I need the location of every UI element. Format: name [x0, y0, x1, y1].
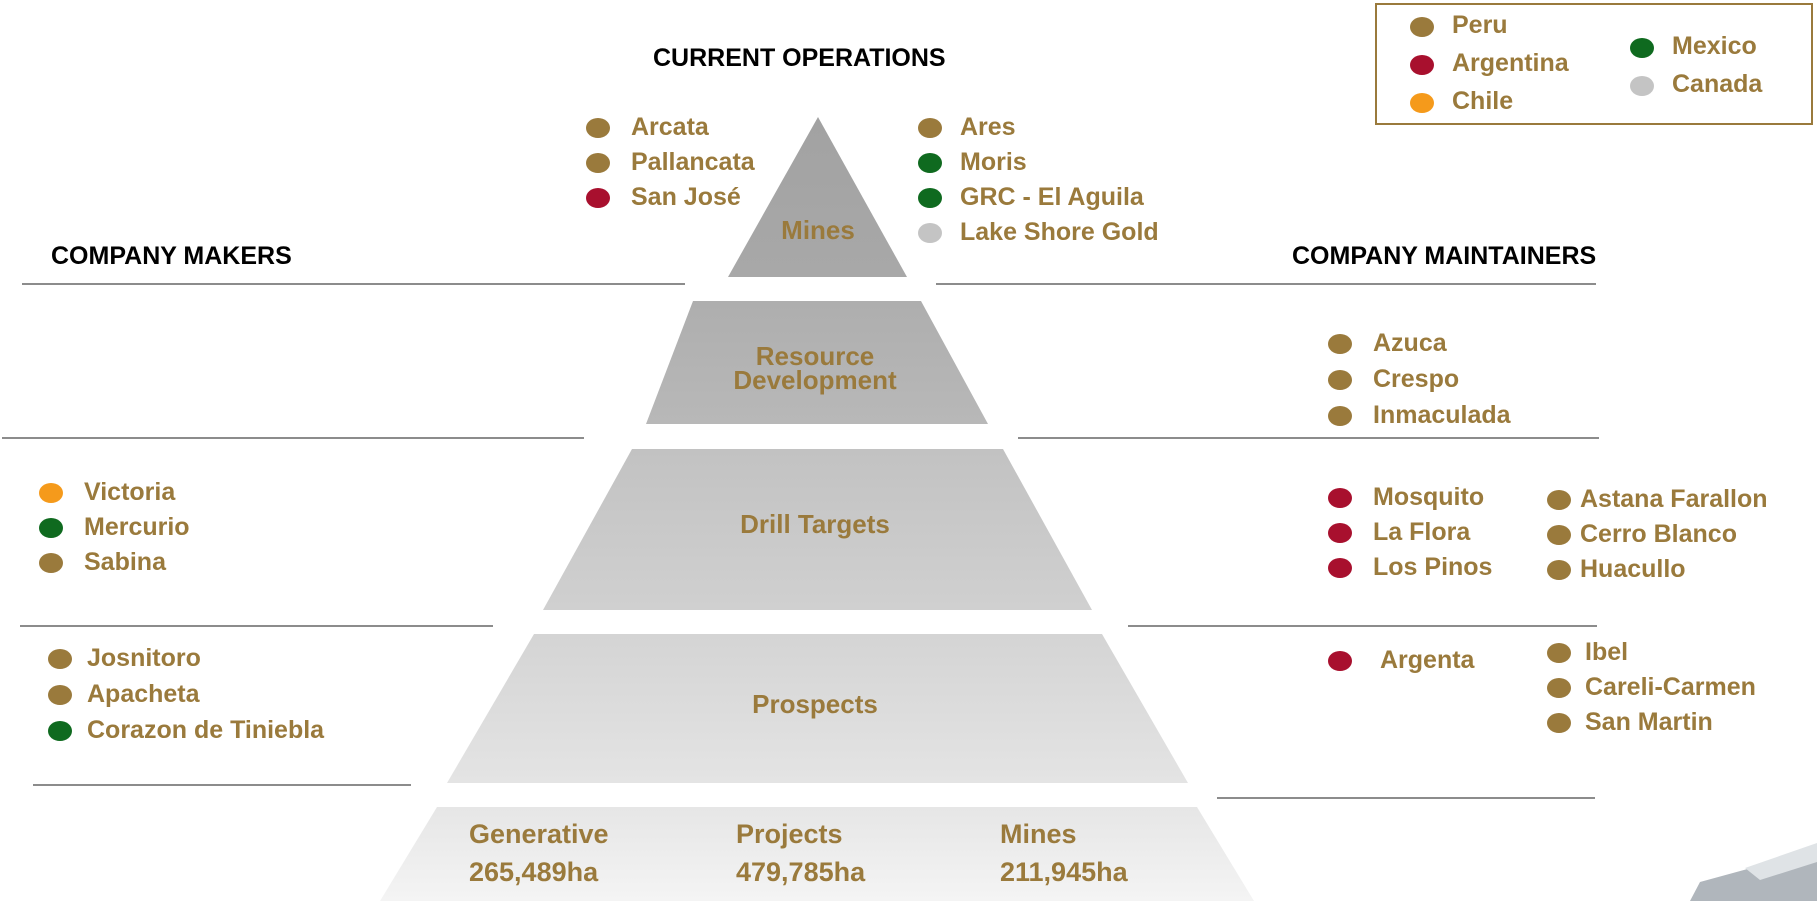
base-generative-value: 265,489ha: [469, 857, 599, 887]
tier-base: [380, 807, 1254, 901]
prospects-left-item: Apacheta: [87, 680, 200, 708]
resource-right-dot-peru: [1328, 406, 1352, 426]
base-projects: Projects 479,785ha: [736, 815, 865, 891]
tier-label-prospects: Prospects: [752, 689, 878, 719]
prospects-right-b-dot-peru: [1547, 643, 1571, 663]
tier-label-mines: Mines: [781, 215, 855, 245]
drill-left-item: Mercurio: [84, 513, 190, 541]
drill-left-dot-chile: [39, 483, 63, 503]
resource-right-dot-peru: [1328, 370, 1352, 390]
resource-right-item: Azuca: [1373, 329, 1447, 357]
base-mines-value: 211,945ha: [1000, 857, 1128, 887]
prospects-right-b-item: Ibel: [1585, 638, 1629, 666]
mines-right-item: Moris: [960, 148, 1027, 176]
divider-right-2: [1018, 437, 1599, 439]
prospects-right-b-dot-peru: [1547, 678, 1571, 698]
base-projects-value: 479,785ha: [736, 857, 866, 887]
prospects-left-item: Corazon de Tiniebla: [87, 716, 325, 744]
drill-right-a-item: Los Pinos: [1373, 553, 1493, 581]
divider-left-2: [2, 437, 584, 439]
divider-left-3: [20, 625, 493, 627]
base-generative-label: Generative: [469, 819, 609, 849]
legend-dot-argentina: [1410, 55, 1434, 75]
prospects-left-dot-peru: [48, 649, 72, 669]
legend-label-chile: Chile: [1452, 87, 1514, 115]
drill-right-b-dot-peru: [1547, 525, 1571, 545]
mines-left-item: San José: [631, 183, 741, 211]
mines-right-dot-peru: [918, 118, 942, 138]
divider-right-4: [1217, 797, 1595, 799]
drill-left-dot-mexico: [39, 518, 63, 538]
tier-label-drill-targets: Drill Targets: [740, 509, 890, 539]
legend-dot-chile: [1410, 93, 1434, 113]
mines-right-item: Ares: [960, 113, 1016, 141]
prospects-right-b-dot-peru: [1547, 713, 1571, 733]
tier-mines: [728, 117, 907, 277]
resource-right-item: Inmaculada: [1373, 401, 1511, 429]
drill-right-b-item: Huacullo: [1580, 555, 1686, 583]
base-projects-label: Projects: [736, 819, 843, 849]
prospects-right-a-dot-argentina: [1328, 651, 1352, 671]
mines-left-item: Pallancata: [631, 148, 755, 176]
legend-label-canada: Canada: [1672, 70, 1763, 98]
base-mines: Mines 211,945ha: [1000, 815, 1128, 891]
drill-right-b-item: Astana Farallon: [1580, 485, 1768, 513]
divider-left-4: [33, 784, 411, 786]
tier-drill-targets: [543, 449, 1092, 610]
prospects-left-item: Josnitoro: [87, 644, 201, 672]
mines-right-item: Lake Shore Gold: [960, 218, 1159, 246]
drill-right-b-dot-peru: [1547, 560, 1571, 580]
drill-right-b-item: Cerro Blanco: [1580, 520, 1737, 548]
prospects-left-dot-peru: [48, 685, 72, 705]
drill-right-a-dot-argentina: [1328, 558, 1352, 578]
legend-label-peru: Peru: [1452, 11, 1508, 39]
prospects-right-b-item: Careli-Carmen: [1585, 673, 1756, 701]
resource-right-dot-peru: [1328, 334, 1352, 354]
legend-dot-mexico: [1630, 38, 1654, 58]
tier-label-resource-development: Resource Development: [700, 341, 930, 395]
mines-right-dot-canada: [918, 223, 942, 243]
mines-left-dot-peru: [586, 153, 610, 173]
divider-right-1: [936, 283, 1596, 285]
tier-label-resource-line2: Development: [733, 365, 897, 395]
resource-right-item: Crespo: [1373, 365, 1460, 393]
mines-left-dot-peru: [586, 118, 610, 138]
drill-left-item: Victoria: [84, 478, 176, 506]
mines-right-dot-mexico: [918, 153, 942, 173]
drill-right-a-dot-argentina: [1328, 523, 1352, 543]
tier-resource-development: [646, 301, 988, 424]
prospects-right-b-item: San Martin: [1585, 708, 1713, 736]
tier-label-resource-line1: Resource: [755, 341, 875, 371]
legend-label-argentina: Argentina: [1452, 49, 1569, 77]
legend-dot-canada: [1630, 76, 1654, 96]
mines-right-dot-mexico: [918, 188, 942, 208]
current-operations-heading: CURRENT OPERATIONS: [653, 44, 946, 72]
drill-right-a-dot-argentina: [1328, 488, 1352, 508]
mines-right-item: GRC - El Aguila: [960, 183, 1144, 211]
base-mines-label: Mines: [1000, 819, 1077, 849]
divider-left-1: [22, 283, 685, 285]
base-generative: Generative 265,489ha: [469, 815, 609, 891]
legend-label-mexico: Mexico: [1672, 32, 1757, 60]
mines-left-dot-argentina: [586, 188, 610, 208]
drill-left-dot-peru: [39, 553, 63, 573]
divider-right-3: [1128, 625, 1597, 627]
drill-right-a-item: Mosquito: [1373, 483, 1485, 511]
drill-right-b-dot-peru: [1547, 490, 1571, 510]
drill-left-item: Sabina: [84, 548, 166, 576]
legend-dot-peru: [1410, 17, 1434, 37]
mines-left-item: Arcata: [631, 113, 709, 141]
drill-right-a-item: La Flora: [1373, 518, 1471, 546]
prospects-right-a-item: Argenta: [1380, 646, 1475, 674]
prospects-left-dot-mexico: [48, 721, 72, 741]
company-maintainers-heading: COMPANY MAINTAINERS: [1292, 242, 1597, 270]
company-makers-heading: COMPANY MAKERS: [51, 242, 292, 270]
tier-prospects: [447, 634, 1188, 783]
